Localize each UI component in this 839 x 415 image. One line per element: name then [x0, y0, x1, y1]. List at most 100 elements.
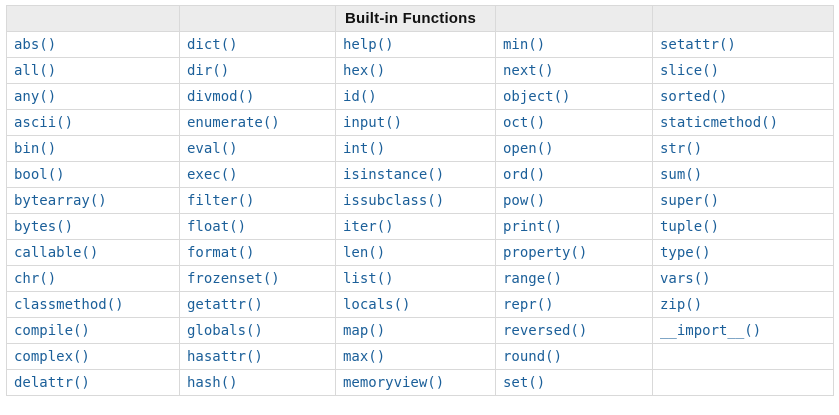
table-cell: exec()	[179, 161, 336, 188]
table-cell: filter()	[179, 187, 336, 214]
table-cell: format()	[179, 239, 336, 266]
table-cell: zip()	[652, 291, 834, 318]
function-link[interactable]: str()	[660, 140, 703, 157]
function-link[interactable]: ord()	[503, 166, 546, 183]
table-cell: frozenset()	[179, 265, 336, 292]
function-link[interactable]: sum()	[660, 166, 703, 183]
function-link[interactable]: max()	[343, 348, 386, 365]
function-link[interactable]: next()	[503, 62, 554, 79]
table-cell: vars()	[652, 265, 834, 292]
table-cell: getattr()	[179, 291, 336, 318]
table-row: classmethod() getattr() locals() repr() zip(…	[6, 291, 834, 318]
function-link[interactable]: memoryview()	[343, 374, 445, 391]
table-cell: float()	[179, 213, 336, 240]
function-link[interactable]: hasattr()	[187, 348, 263, 365]
table-cell: print()	[495, 213, 653, 240]
function-link[interactable]: frozenset()	[187, 270, 280, 287]
table-header-row: Built-in Functions	[6, 5, 834, 32]
table-cell: open()	[495, 135, 653, 162]
function-link[interactable]: help()	[343, 36, 394, 53]
header-cell-empty-4	[495, 5, 653, 32]
table-title: Built-in Functions	[335, 5, 496, 32]
function-link[interactable]: callable()	[14, 244, 99, 261]
function-link[interactable]: abs()	[14, 36, 57, 53]
function-link[interactable]: issubclass()	[343, 192, 445, 209]
function-link[interactable]: range()	[503, 270, 563, 287]
function-link[interactable]: enumerate()	[187, 114, 280, 131]
table-cell: isinstance()	[335, 161, 496, 188]
function-link[interactable]: int()	[343, 140, 386, 157]
function-link[interactable]: dir()	[187, 62, 230, 79]
function-link[interactable]: bytearray()	[14, 192, 107, 209]
function-link[interactable]: compile()	[14, 322, 90, 339]
table-cell: globals()	[179, 317, 336, 344]
table-cell: complex()	[6, 343, 180, 370]
function-link[interactable]: pow()	[503, 192, 546, 209]
function-link[interactable]: locals()	[343, 296, 411, 313]
function-link[interactable]: id()	[343, 88, 377, 105]
function-link[interactable]: len()	[343, 244, 386, 261]
function-link[interactable]: classmethod()	[14, 296, 124, 313]
function-link[interactable]: type()	[660, 244, 711, 261]
function-link[interactable]: hash()	[187, 374, 238, 391]
table-cell: bin()	[6, 135, 180, 162]
function-link[interactable]: staticmethod()	[660, 114, 779, 131]
function-link[interactable]: repr()	[503, 296, 554, 313]
table-cell: ord()	[495, 161, 653, 188]
function-link[interactable]: oct()	[503, 114, 546, 131]
function-link[interactable]: hex()	[343, 62, 386, 79]
function-link[interactable]: globals()	[187, 322, 263, 339]
table-cell: chr()	[6, 265, 180, 292]
table-row: delattr() hash() memoryview() set()	[6, 369, 834, 396]
function-link[interactable]: print()	[503, 218, 563, 235]
function-link[interactable]: super()	[660, 192, 720, 209]
function-link[interactable]: any()	[14, 88, 57, 105]
function-link[interactable]: complex()	[14, 348, 90, 365]
function-link[interactable]: iter()	[343, 218, 394, 235]
builtin-functions-table: Built-in Functions abs() dict() help() min(…	[6, 5, 834, 396]
function-link[interactable]: object()	[503, 88, 571, 105]
function-link[interactable]: bin()	[14, 140, 57, 157]
function-link[interactable]: exec()	[187, 166, 238, 183]
function-link[interactable]: dict()	[187, 36, 238, 53]
function-link[interactable]: tuple()	[660, 218, 720, 235]
function-link[interactable]: delattr()	[14, 374, 90, 391]
table-row: complex() hasattr() max() round()	[6, 343, 834, 370]
table-row: compile() globals() map() reversed() __impor…	[6, 317, 834, 344]
table-cell: str()	[652, 135, 834, 162]
table-cell: hex()	[335, 57, 496, 84]
table-cell: next()	[495, 57, 653, 84]
function-link[interactable]: divmod()	[187, 88, 255, 105]
function-link[interactable]: eval()	[187, 140, 238, 157]
function-link[interactable]: format()	[187, 244, 255, 261]
function-link[interactable]: float()	[187, 218, 247, 235]
function-link[interactable]: setattr()	[660, 36, 736, 53]
function-link[interactable]: filter()	[187, 192, 255, 209]
function-link[interactable]: input()	[343, 114, 403, 131]
function-link[interactable]: isinstance()	[343, 166, 445, 183]
function-link[interactable]: __import__()	[660, 322, 762, 339]
function-link[interactable]: slice()	[660, 62, 720, 79]
function-link[interactable]: map()	[343, 322, 386, 339]
function-link[interactable]: min()	[503, 36, 546, 53]
function-link[interactable]: open()	[503, 140, 554, 157]
function-link[interactable]: round()	[503, 348, 563, 365]
function-link[interactable]: set()	[503, 374, 546, 391]
function-link[interactable]: bytes()	[14, 218, 74, 235]
table-cell: pow()	[495, 187, 653, 214]
function-link[interactable]: property()	[503, 244, 588, 261]
function-link[interactable]: bool()	[14, 166, 65, 183]
function-link[interactable]: sorted()	[660, 88, 728, 105]
function-link[interactable]: chr()	[14, 270, 57, 287]
function-link[interactable]: ascii()	[14, 114, 74, 131]
table-cell: iter()	[335, 213, 496, 240]
function-link[interactable]: list()	[343, 270, 394, 287]
function-link[interactable]: vars()	[660, 270, 711, 287]
table-cell: issubclass()	[335, 187, 496, 214]
table-cell: all()	[6, 57, 180, 84]
function-link[interactable]: getattr()	[187, 296, 263, 313]
table-cell: abs()	[6, 31, 180, 58]
function-link[interactable]: zip()	[660, 296, 703, 313]
function-link[interactable]: reversed()	[503, 322, 588, 339]
function-link[interactable]: all()	[14, 62, 57, 79]
